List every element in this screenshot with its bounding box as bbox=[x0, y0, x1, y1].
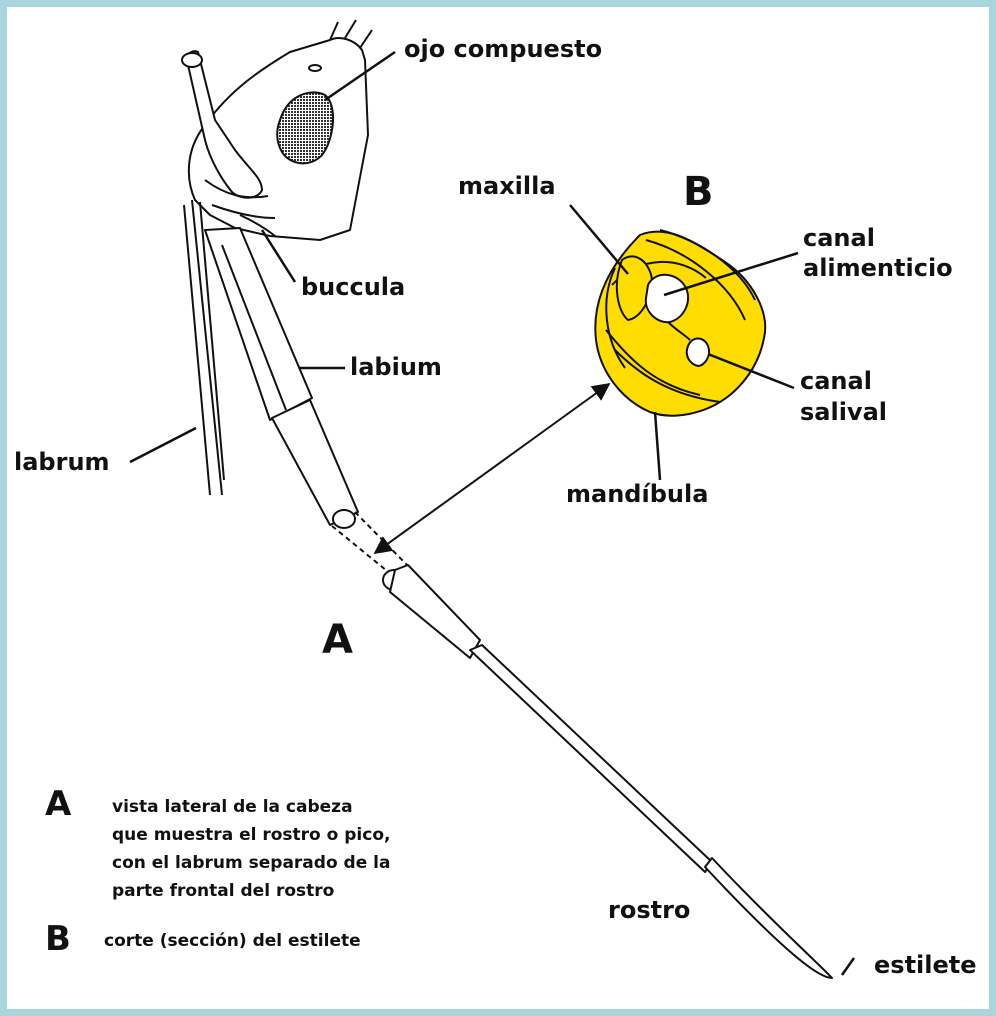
legend: A vista lateral de la cabeza que muestra… bbox=[45, 784, 390, 959]
diagram-svg: ojo compuesto maxilla B canal alimentici… bbox=[7, 7, 989, 1009]
diagram-canvas: ojo compuesto maxilla B canal alimentici… bbox=[7, 7, 989, 1009]
label-ojo-compuesto: ojo compuesto bbox=[404, 35, 602, 63]
legend-a-letter: A bbox=[45, 784, 72, 824]
legend-b-text: corte (sección) del estilete bbox=[104, 931, 361, 951]
label-canal-salival-1: canal bbox=[800, 367, 872, 395]
salivary-canal bbox=[687, 339, 709, 367]
label-buccula: buccula bbox=[301, 273, 405, 301]
legend-a-line-1: vista lateral de la cabeza bbox=[112, 797, 353, 817]
legend-b-letter: B bbox=[45, 919, 71, 959]
legend-a-line-3: con el labrum separado de la bbox=[112, 853, 390, 873]
label-mandibula: mandíbula bbox=[566, 480, 708, 508]
section-arrow bbox=[375, 384, 609, 553]
label-fig-b: B bbox=[683, 169, 714, 215]
label-fig-a: A bbox=[322, 617, 353, 663]
label-maxilla: maxilla bbox=[458, 172, 556, 200]
label-canal-alimenticio-2: alimenticio bbox=[803, 254, 953, 282]
label-rostro: rostro bbox=[608, 896, 690, 924]
label-canal-salival-2: salival bbox=[800, 398, 887, 426]
food-canal bbox=[646, 275, 688, 322]
label-labium: labium bbox=[350, 353, 442, 381]
label-canal-alimenticio-1: canal bbox=[803, 224, 875, 252]
label-labrum: labrum bbox=[14, 448, 110, 476]
legend-a-line-4: parte frontal del rostro bbox=[112, 881, 334, 901]
stylet-cross-section bbox=[595, 230, 765, 416]
legend-a-line-2: que muestra el rostro o pico, bbox=[112, 825, 390, 845]
label-estilete: estilete bbox=[874, 951, 977, 979]
